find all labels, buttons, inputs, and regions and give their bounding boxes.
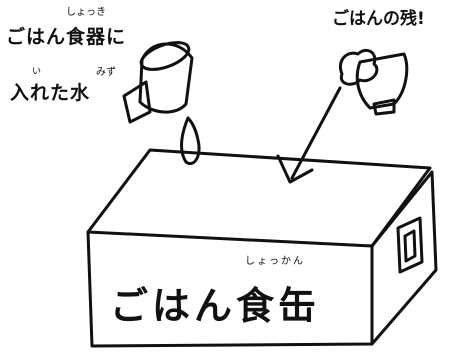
- poured-water-ruby-line1: しょっき: [66, 7, 106, 18]
- bowl-right-base: [372, 98, 396, 116]
- bowl-left-rim: [139, 41, 191, 71]
- box-handle: [396, 216, 424, 274]
- box-top-face: [86, 148, 432, 248]
- poured-water-ruby-i: い: [32, 67, 42, 77]
- poured-water-label-line1: ごはん食器に: [6, 26, 127, 48]
- poured-water-label-line2: 入れた水: [10, 82, 91, 104]
- bowl-left-base: [122, 80, 152, 124]
- arrow-shaft: [290, 86, 342, 180]
- poured-water-ruby-mizu: みず: [96, 67, 116, 78]
- water-drop: [180, 116, 201, 165]
- box-label-ruby: しょっかん: [245, 256, 305, 267]
- leftovers-clump: [339, 48, 379, 86]
- arrow-head: [276, 154, 314, 184]
- leftovers-label: ごはんの残!: [332, 9, 425, 29]
- box-handle-inner: [403, 229, 417, 263]
- box-label: ごはん食缶: [110, 284, 321, 328]
- box-right-face: [370, 170, 438, 346]
